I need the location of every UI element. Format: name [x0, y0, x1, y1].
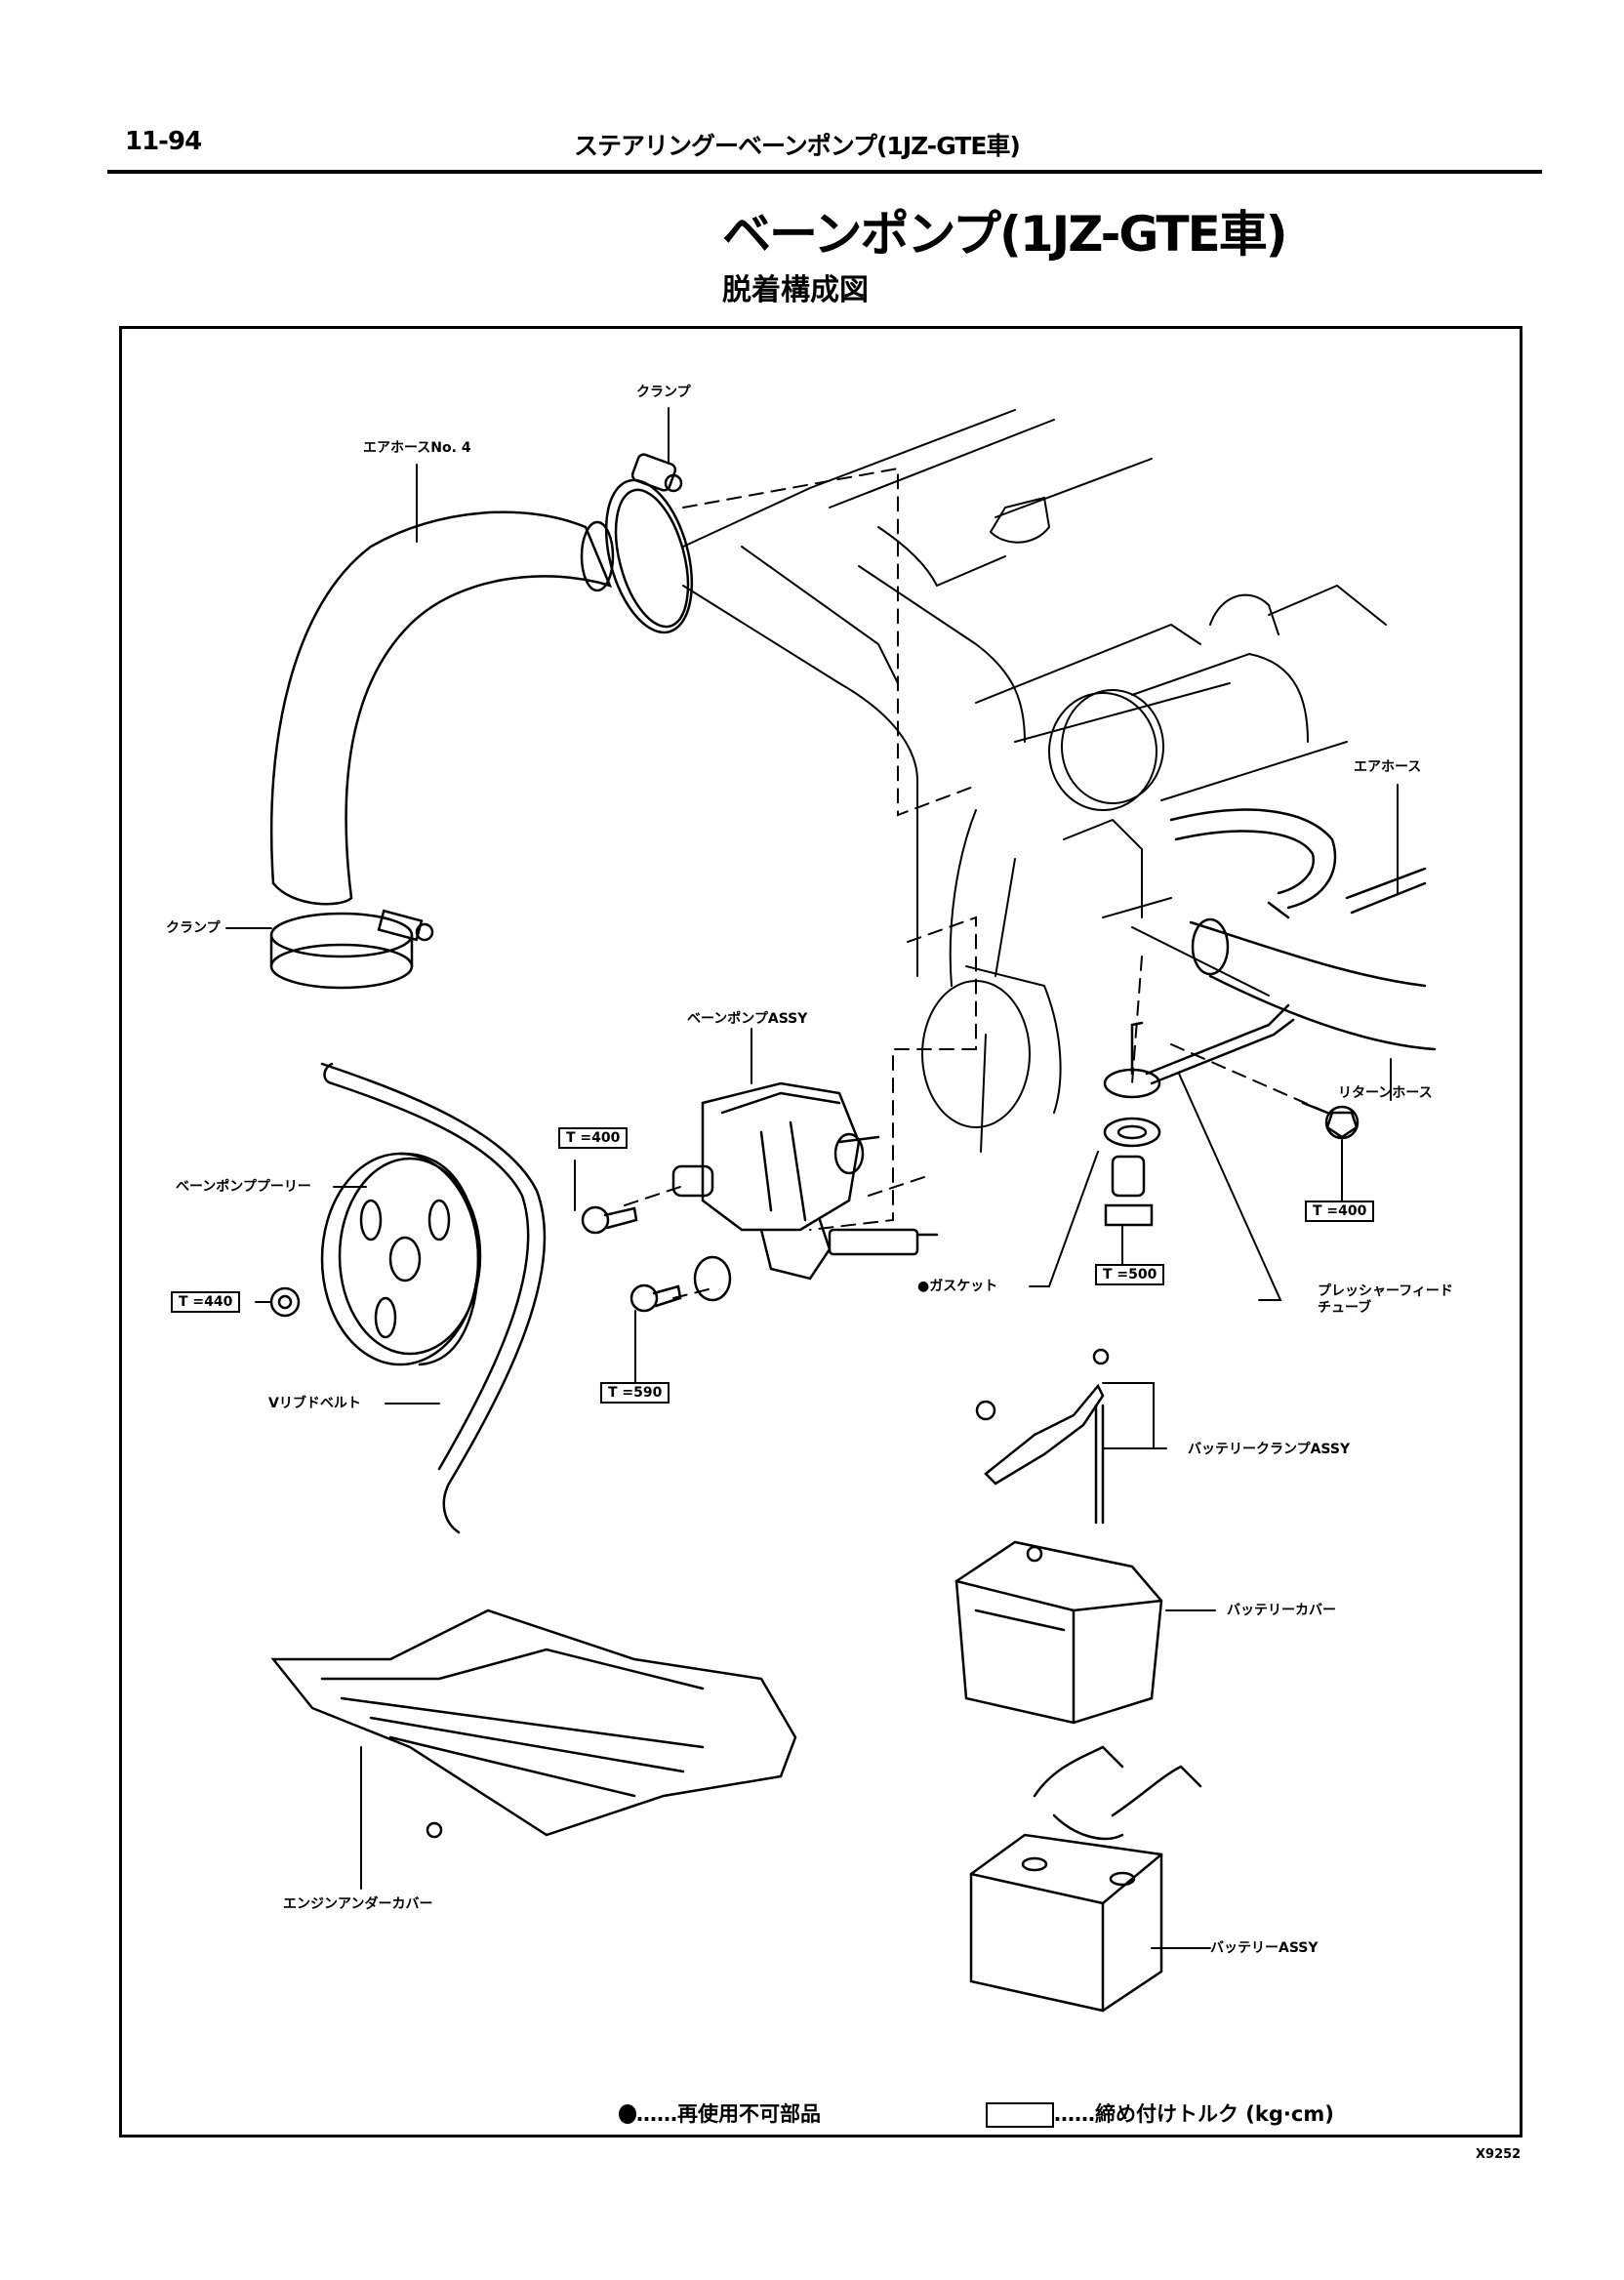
battery-clamp-drawing — [975, 1348, 1110, 1525]
header-divider — [107, 170, 1542, 174]
pump-bolts-drawing — [581, 1205, 682, 1313]
label-air-hose: エアホース — [1354, 759, 1422, 775]
air-hose-drawing — [1169, 808, 1427, 919]
torque-return-hose-bolt: T =400 — [1305, 1201, 1375, 1222]
legend-torque-text: ……締め付けトルク (kg·cm) — [1054, 2102, 1334, 2126]
top-clamp-drawing — [604, 453, 694, 634]
page-title: ベーンポンプ(1JZ-GTE車) — [722, 206, 1288, 263]
battery-cables-drawing — [1033, 1745, 1202, 1841]
pressure-feed-tube-drawing — [1103, 1003, 1295, 1148]
union-bolt-drawing — [1104, 1155, 1154, 1227]
legend-torque: ……締め付けトルク (kg·cm) — [986, 2098, 1334, 2128]
label-clamp-top: クランプ — [636, 385, 691, 400]
label-air-hose-no4: エアホースNo. 4 — [363, 440, 471, 456]
page-subtitle: 脱着構成図 — [722, 273, 869, 307]
engine-under-cover-drawing — [270, 1608, 797, 1839]
torque-pump-bolt-upper: T =400 — [558, 1127, 629, 1149]
section-title: ステアリングーベーンポンプ(1JZ-GTE車) — [574, 132, 1021, 160]
diagram-frame — [119, 326, 1522, 2138]
pulley-nut-drawing — [269, 1286, 301, 1318]
label-v-ribbed-belt: Vリブドベルト — [268, 1396, 361, 1411]
dashed-guide-lines — [624, 467, 1328, 1299]
battery-cover-drawing — [954, 1540, 1163, 1725]
torque-pulley-nut: T =440 — [171, 1291, 241, 1313]
leader-lines — [225, 407, 1399, 1949]
label-battery-cover: バッテリーカバー — [1227, 1603, 1336, 1618]
engine-block-drawing — [682, 409, 1387, 1153]
figure-id: X9252 — [1476, 2147, 1522, 2162]
return-hose-bolt-drawing — [1301, 1101, 1360, 1140]
label-return-hose: リターンホース — [1338, 1085, 1433, 1101]
battery-drawing — [969, 1833, 1163, 2013]
label-clamp-left: クランプ — [166, 920, 221, 936]
v-ribbed-belt-drawing — [320, 1062, 547, 1534]
legend-non-reusable: ……再使用不可部品 — [619, 2098, 821, 2128]
label-vane-pump-assy: ベーンポンプASSY — [687, 1011, 808, 1027]
air-hose-no4-drawing — [269, 510, 615, 906]
return-hose-drawing — [1189, 917, 1437, 1051]
label-gasket: ●ガスケット — [917, 1279, 998, 1294]
page-number: 11-94 — [125, 127, 202, 156]
left-clamp-drawing — [269, 909, 434, 990]
label-pressure-feed-tube-2: チューブ — [1318, 1300, 1372, 1316]
non-reusable-part-icon — [619, 2104, 636, 2124]
label-battery-assy: バッテリーASSY — [1210, 1940, 1319, 1956]
vane-pump-drawing — [671, 1081, 939, 1302]
label-battery-clamp-assy: バッテリークランプASSY — [1188, 1442, 1351, 1457]
label-vane-pump-pulley: ベーンポンププーリー — [176, 1179, 311, 1195]
torque-pump-bolt-lower: T =590 — [600, 1382, 670, 1404]
label-engine-under-cover: エンジンアンダーカバー — [283, 1896, 433, 1912]
torque-box-icon — [986, 2102, 1054, 2128]
pulley-drawing — [320, 1152, 482, 1366]
legend-non-reusable-text: ……再使用不可部品 — [636, 2102, 821, 2126]
label-pressure-feed-tube-1: プレッシャーフィード — [1318, 1283, 1453, 1299]
torque-union-bolt: T =500 — [1095, 1264, 1165, 1285]
